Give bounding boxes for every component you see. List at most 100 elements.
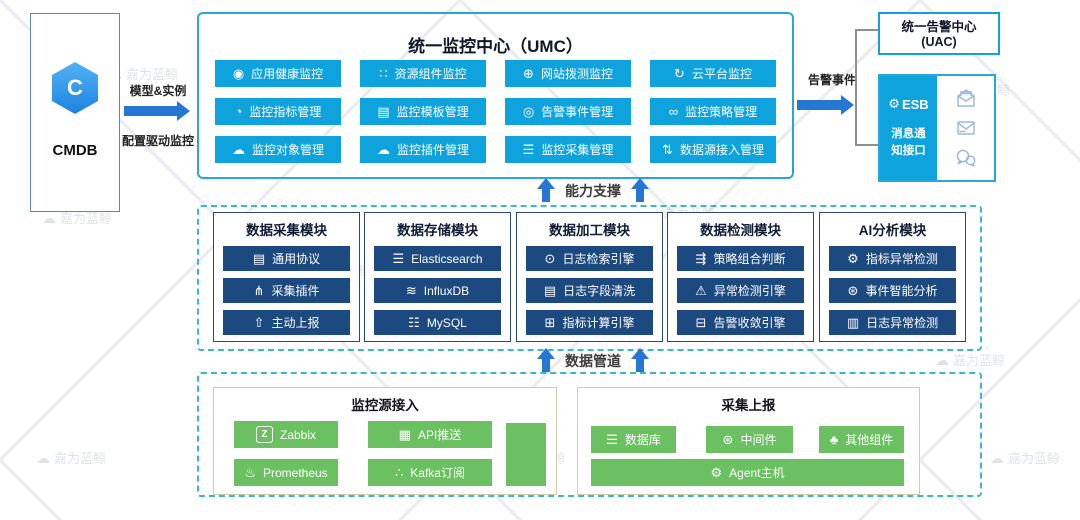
module-title: 数据检测模块	[700, 223, 781, 238]
module-data-processing: 数据加工模块 ⊙日志检索引擎 ▤日志字段清洗 ⊞指标计算引擎	[516, 212, 663, 342]
report-item-database: ☰数据库	[591, 426, 676, 453]
app-health-monitor-icon: ◉	[232, 66, 245, 81]
cmdb-logo-letter: C	[67, 75, 83, 100]
module-item-label: 指标计算引擎	[562, 316, 635, 330]
umc-button-collect-mgmt: ☰监控采集管理	[505, 136, 631, 163]
umc-button-policy-mgmt: ∞监控策略管理	[650, 98, 776, 125]
log-doc-icon: ▤	[543, 283, 557, 298]
module-item-active-report: ⇧主动上报	[223, 310, 350, 335]
report-item-middleware: ⊛中间件	[706, 426, 793, 453]
message-channel-panel	[937, 76, 994, 180]
watermark: ☁嘉为蓝鲸	[990, 448, 1060, 467]
watermark: ☁ 嘉为蓝鲸	[36, 448, 106, 467]
middleware-asterisk-icon: ⊛	[722, 432, 734, 447]
database-icon: ☰	[392, 251, 405, 266]
policy-flow-icon: ⇶	[695, 251, 707, 266]
kafka-icon: ∴	[395, 465, 404, 480]
module-item-log-search-engine: ⊙日志检索引擎	[526, 246, 653, 271]
umc-button-plugin-mgmt: ☁ 监控插件管理	[360, 136, 486, 163]
database-icon: ☷	[408, 315, 420, 330]
umc-button-resource-component-monitor: ∷ 资源组件监控	[360, 60, 486, 87]
plugin-mgmt-icon: ☁	[376, 142, 390, 157]
module-item-label: 告警收敛引擎	[713, 316, 786, 330]
cmdb-logo-icon: C	[52, 62, 98, 114]
esb-box: ⚙ESB 消息通知接口	[878, 74, 996, 182]
resource-component-monitor-icon: ∷	[379, 66, 388, 81]
module-item-policy-combination: ⇶ 策略组合判断	[677, 246, 804, 271]
module-title: 数据存储模块	[397, 223, 478, 238]
alarm-event-flow-label: 告警事件	[807, 73, 856, 87]
pipeline-up-arrow-right	[631, 348, 649, 372]
prometheus-torch-icon: ♨	[244, 465, 256, 480]
report-item-label: Agent主机	[729, 466, 785, 480]
source-item-api-push: ▦API推送	[368, 421, 492, 448]
cloud-platform-monitor-icon: ↻	[674, 66, 685, 81]
umc-button-datasource-mgmt: ⇅数据源接入管理	[650, 136, 776, 163]
flow-label-config-driven: 配置驱动监控	[121, 134, 194, 148]
esb-gear-icon: ⚙	[888, 96, 900, 111]
warning-triangle-icon: ⚠	[695, 283, 707, 298]
watermark: ☁ 嘉为蓝鲸	[935, 350, 1005, 369]
umc-to-uac-arrow	[797, 95, 854, 115]
module-item-label: 事件智能分析	[865, 284, 938, 298]
metric-compute-icon: ⊞	[544, 315, 556, 330]
watermark-text: 嘉为蓝鲸	[1008, 451, 1061, 466]
watermark-text: 嘉为蓝鲸	[54, 451, 107, 466]
umc-button-label: 云平台监控	[691, 67, 752, 81]
report-item-other-components: ♣其他组件	[819, 426, 904, 453]
module-item-metric-compute-engine: ⊞ 指标计算引擎	[526, 310, 653, 335]
source-item-kafka-subscribe: ∴Kafka订阅	[368, 459, 492, 486]
module-ai-analysis: AI分析模块 ⚙指标异常检测 ⊛事件智能分析 ▥日志异常检测	[819, 212, 966, 342]
module-item-label: 策略组合判断	[713, 252, 786, 266]
module-item-mysql: ☷ MySQL	[374, 310, 501, 335]
module-item-event-intelligent-analysis: ⊛事件智能分析	[829, 278, 956, 303]
umc-button-alarm-event-mgmt: ◎ 告警事件管理	[505, 98, 631, 125]
watermark-cloud-icon: ☁	[36, 450, 50, 466]
umc-button-label: 告警事件管理	[541, 105, 614, 119]
cmdb-box: C CMDB	[30, 13, 120, 212]
pipeline-link-label: 数据管道	[565, 353, 621, 369]
umc-button-app-health-monitor: ◉应用健康监控	[215, 60, 341, 87]
right-connector-top-stub	[855, 29, 878, 31]
umc-button-label: 资源组件监控	[394, 67, 467, 81]
log-book-icon: ▥	[846, 315, 860, 330]
capability-up-arrow-right	[631, 178, 649, 202]
alarm-event-mgmt-icon: ◎	[522, 104, 535, 119]
capability-link-label: 能力支撑	[565, 183, 621, 199]
umc-button-website-dialtest-monitor: ⊕网站拨测监控	[505, 60, 631, 87]
cmdb-label: CMDB	[52, 142, 98, 159]
module-item-label: MySQL	[426, 315, 467, 330]
watermark-text: 嘉为蓝鲸	[953, 353, 1006, 368]
watermark-cloud-icon: ☁	[935, 352, 949, 368]
module-item-label: 指标异常检测	[865, 252, 938, 266]
cmdb-to-umc-arrow	[124, 101, 190, 121]
processing-layer-dashed-box	[197, 205, 982, 351]
uac-title-line1: 统一告警中心	[901, 20, 977, 34]
umc-button-label: 监控指标管理	[249, 105, 322, 119]
umc-button-label: 监控对象管理	[251, 143, 324, 157]
module-item-label: 日志检索引擎	[562, 252, 635, 266]
right-connector-bottom-stub	[855, 144, 878, 146]
umc-box: 统一监控中心（UMC）	[197, 12, 794, 179]
report-item-label: 数据库	[624, 433, 661, 447]
umc-button-cloud-platform-monitor: ↻ 云平台监控	[650, 60, 776, 87]
pipeline-up-arrow-left	[537, 348, 555, 372]
module-item-label: InfluxDB	[423, 283, 470, 298]
gear-icon: ⚙	[710, 465, 723, 480]
object-mgmt-icon: ☁	[231, 142, 245, 157]
module-item-metric-anomaly-detect: ⚙ 指标异常检测	[829, 246, 956, 271]
inbox-tray-icon: ⊟	[695, 315, 707, 330]
gear-icon: ⚙	[847, 251, 859, 266]
uac-title-line2: (UAC)	[921, 35, 957, 49]
module-item-anomaly-detection-engine: ⚠异常检测引擎	[677, 278, 804, 303]
zabbix-icon: Z	[255, 426, 273, 443]
collect-report-box: 采集上报 ☰数据库 ⊛中间件 ♣其他组件 ⚙ Agent主机	[577, 387, 920, 495]
database-icon: ≋	[405, 283, 417, 298]
umc-button-label: 监控插件管理	[396, 143, 469, 157]
esb-panel: ⚙ESB 消息通知接口	[880, 76, 937, 180]
module-item-elasticsearch: ☰Elasticsearch	[374, 246, 501, 271]
collect-report-title: 采集上报	[721, 398, 776, 413]
source-item-label: Prometheus	[262, 465, 328, 480]
module-item-log-field-cleaning: ▤日志字段清洗	[526, 278, 653, 303]
